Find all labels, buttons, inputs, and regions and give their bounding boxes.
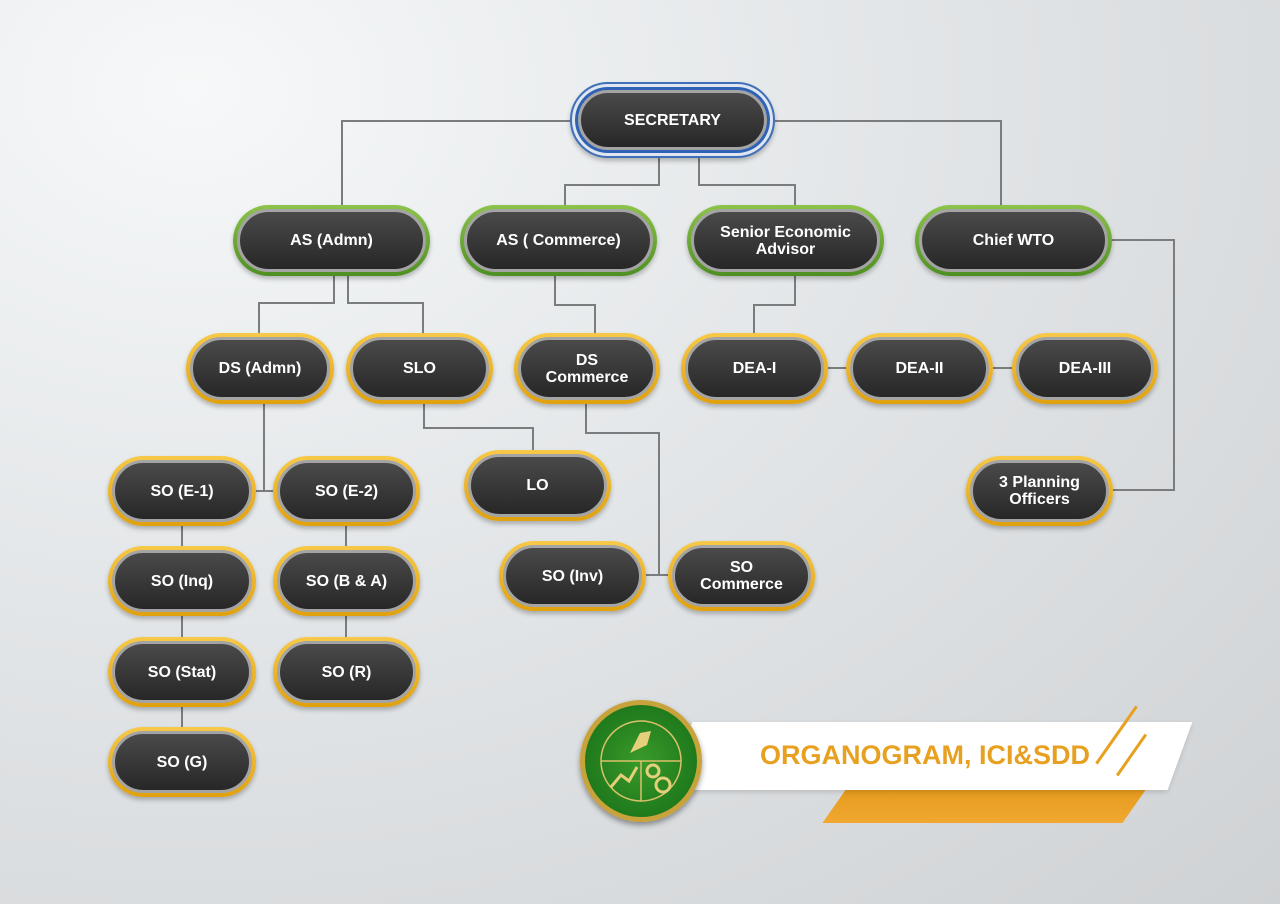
node-chief-wto: Chief WTO (915, 205, 1112, 276)
node-so-g: SO (G) (108, 727, 256, 797)
node-so-e1: SO (E-1) (108, 456, 256, 526)
node-so-ba: SO (B & A) (273, 546, 420, 616)
node-so-commerce: SO Commerce (668, 541, 815, 611)
node-so-inq: SO (Inq) (108, 546, 256, 616)
node-as-admn: AS (Admn) (233, 205, 430, 276)
node-so-e2: SO (E-2) (273, 456, 420, 526)
node-dea-1: DEA-I (681, 333, 828, 404)
logo-emblem-icon (600, 720, 682, 802)
node-secretary: SECRETARY (570, 82, 775, 158)
node-so-inv: SO (Inv) (499, 541, 646, 611)
node-dea-3: DEA-III (1012, 333, 1158, 404)
node-as-commerce: AS ( Commerce) (460, 205, 657, 276)
node-so-r: SO (R) (273, 637, 420, 707)
node-ds-commerce: DS Commerce (514, 333, 660, 404)
banner-accent-bar (822, 787, 1148, 823)
node-so-stat: SO (Stat) (108, 637, 256, 707)
node-senior-economic-advisor: Senior Economic Advisor (687, 205, 884, 276)
department-logo (580, 700, 702, 822)
node-slo: SLO (346, 333, 493, 404)
node-ds-admn: DS (Admn) (186, 333, 334, 404)
page-title: ORGANOGRAM, ICI&SDD (760, 740, 1090, 770)
node-planning-officers: 3 Planning Officers (966, 456, 1113, 526)
node-dea-2: DEA-II (846, 333, 993, 404)
node-lo: LO (464, 450, 611, 521)
